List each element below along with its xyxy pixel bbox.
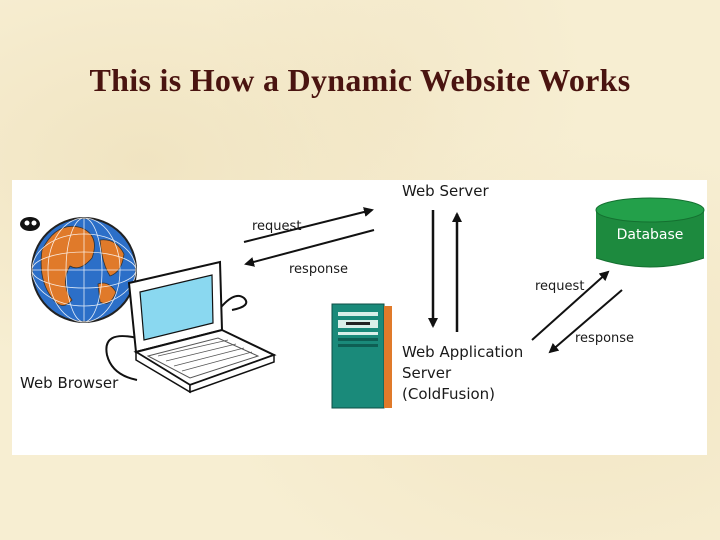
- response-label-database: response: [575, 331, 634, 346]
- response-arrow-to-browser: [246, 230, 374, 264]
- laptop-icon: [129, 262, 274, 392]
- globe-icon: [20, 217, 136, 322]
- diagram-graphics: [12, 180, 707, 455]
- response-label-browser: response: [289, 262, 348, 277]
- database-label: Database: [596, 227, 704, 243]
- app-server-label-line2: Server: [402, 364, 451, 382]
- server-tower-icon: [332, 304, 392, 408]
- request-label-database: request: [535, 279, 584, 294]
- dynamic-website-diagram: Web Server Database request response req…: [12, 180, 707, 455]
- slide-title: This is How a Dynamic Website Works: [0, 62, 720, 99]
- web-server-label: Web Server: [402, 182, 489, 200]
- app-server-label-line1: Web Application: [402, 343, 523, 361]
- app-server-label-line3: (ColdFusion): [402, 385, 495, 403]
- web-browser-label: Web Browser: [20, 374, 118, 392]
- request-label-browser: request: [252, 219, 301, 234]
